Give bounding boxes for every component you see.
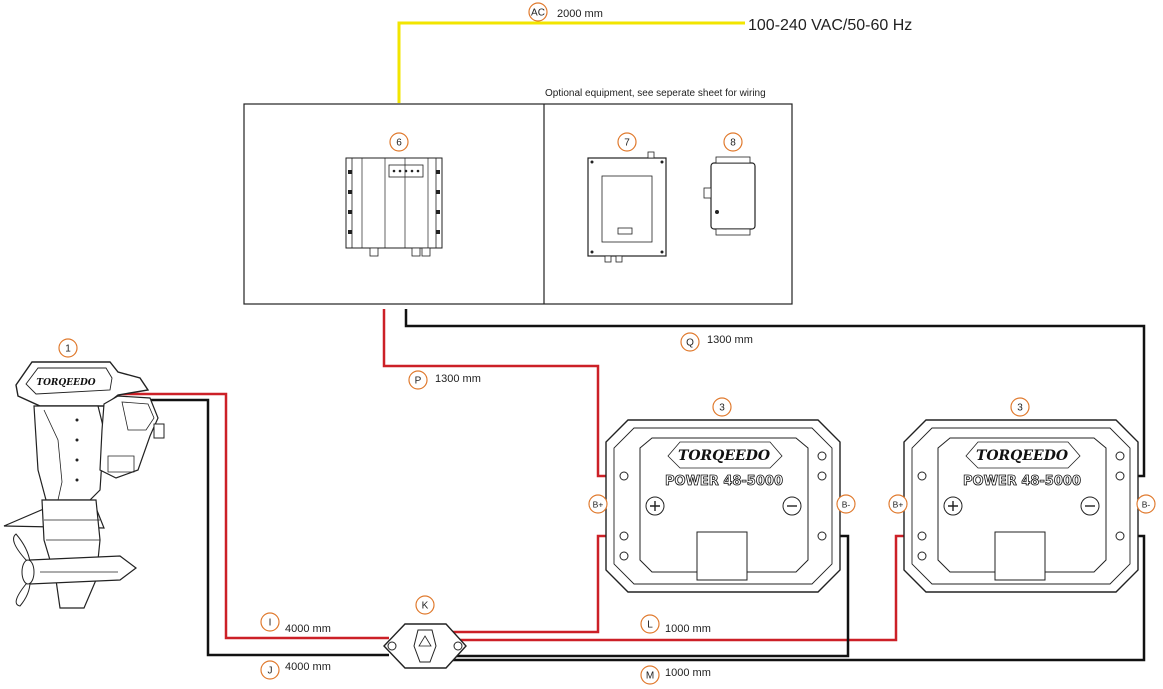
callout-8: 8 [723,132,743,152]
cable-k-to-left-battery-positive [450,534,618,634]
optional-device-7 [587,151,667,263]
cable-m-length: 1000 mm [665,667,711,679]
battery-right: TORQEEDO POWER 48-5000 [903,419,1139,593]
battery-left-brand: TORQEEDO [678,448,771,464]
svg-text:K: K [422,601,429,612]
callout-j: J [260,660,280,680]
callout-ac: AC [528,2,548,22]
terminal-label-right-minus: B- [1136,494,1156,514]
terminal-label-left-minus: B- [836,494,856,514]
outboard-motor: TORQEEDO [3,361,165,609]
svg-text:B-: B- [842,500,851,510]
battery-right-model: POWER 48-5000 [963,474,1081,489]
svg-text:B+: B+ [893,500,904,510]
callout-l: L [640,614,660,634]
cable-j-length: 4000 mm [285,661,331,673]
svg-text:6: 6 [396,138,402,149]
cable-i-positive [118,392,389,640]
battery-right-brand: TORQEEDO [976,448,1069,464]
callout-3-right: 3 [1010,397,1030,417]
cable-q-length: 1300 mm [707,334,753,346]
svg-text:I: I [269,618,272,629]
callout-k: K [415,595,435,615]
power-source-label: 100-240 VAC/50-60 Hz [748,17,912,34]
svg-text:P: P [415,376,422,387]
equipment-box [243,103,793,305]
cable-l-length: 1000 mm [665,623,711,635]
svg-text:3: 3 [719,403,725,414]
optional-equipment-note: Optional equipment, see seperate sheet f… [545,88,766,99]
main-switch-k [383,623,467,669]
callout-i: I [260,612,280,632]
svg-text:3: 3 [1017,403,1023,414]
callout-m: M [640,665,660,685]
svg-text:J: J [268,666,273,677]
svg-text:Q: Q [686,338,694,349]
ac-cable [397,21,745,103]
svg-text:B-: B- [1142,500,1151,510]
cable-j-negative [118,398,389,657]
cable-p-length: 1300 mm [435,373,481,385]
svg-text:7: 7 [624,138,630,149]
cable-p-positive [382,309,618,478]
battery-left-model: POWER 48-5000 [665,474,783,489]
cable-ac-length: 2000 mm [557,8,603,20]
svg-text:B+: B+ [593,500,604,510]
callout-p: P [408,370,428,390]
callout-3-left: 3 [712,397,732,417]
svg-text:M: M [646,671,654,682]
battery-left: TORQEEDO POWER 48-5000 [605,419,841,593]
callout-q: Q [680,332,700,352]
svg-text:AC: AC [531,8,545,19]
callout-1: 1 [58,338,78,358]
callout-6: 6 [389,132,409,152]
charger-device [345,157,443,257]
cable-i-length: 4000 mm [285,623,331,635]
svg-text:L: L [647,620,653,631]
callout-7: 7 [617,132,637,152]
terminal-label-left-plus: B+ [588,494,608,514]
motor-brand: TORQEEDO [36,378,95,388]
terminal-label-right-plus: B+ [888,494,908,514]
optional-device-8 [703,156,756,236]
svg-text:8: 8 [730,138,736,149]
svg-text:1: 1 [65,344,71,355]
